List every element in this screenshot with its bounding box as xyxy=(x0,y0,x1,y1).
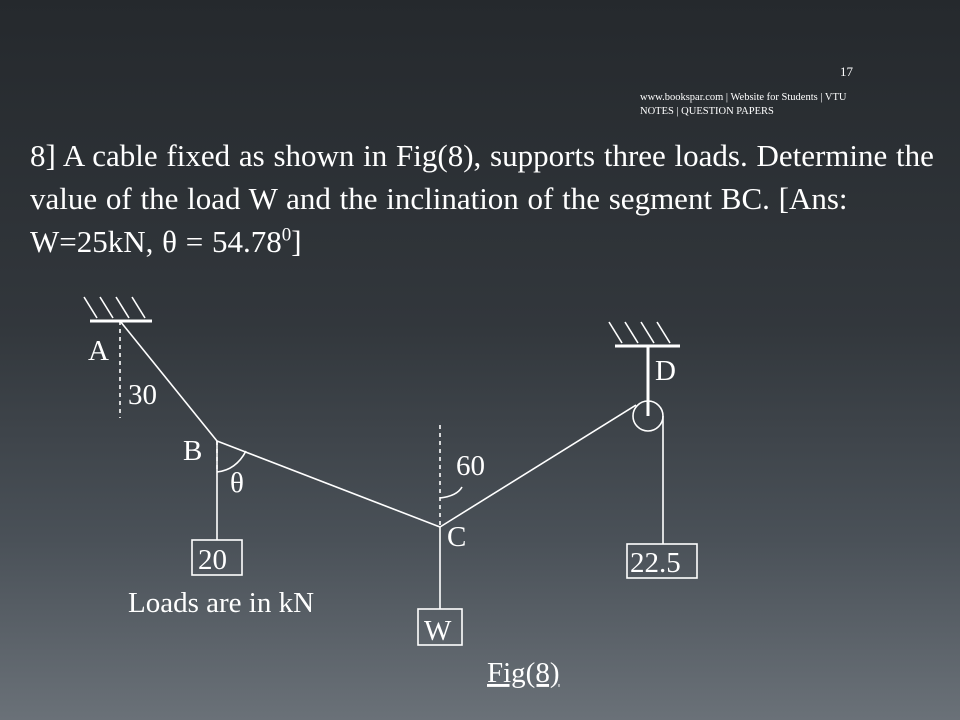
label-d: D xyxy=(655,355,676,387)
problem-statement: 8] A cable fixed as shown in Fig(8), sup… xyxy=(30,134,935,263)
angle-arc-60 xyxy=(439,486,463,499)
angle-label-theta: θ xyxy=(230,467,244,499)
cable-segment-bc xyxy=(216,440,441,528)
load-label-d: 22.5 xyxy=(630,547,681,579)
cable-segment-cd xyxy=(439,404,637,528)
load-label-b: 20 xyxy=(198,544,227,576)
cable-segment-ab xyxy=(119,320,218,442)
loads-unit-note: Loads are in kN xyxy=(128,587,314,619)
figure-caption: Fig(8) xyxy=(487,657,560,689)
angle-arc-theta xyxy=(216,450,247,473)
support-d-hatching xyxy=(608,321,671,344)
support-a-hatching xyxy=(83,296,146,319)
watermark-text: www.bookspar.com | Website for Students … xyxy=(640,92,847,117)
angle-label-30: 30 xyxy=(128,379,157,411)
load-box-b xyxy=(191,539,243,576)
problem-closing-bracket: ] xyxy=(291,224,302,259)
load-box-d xyxy=(626,543,698,579)
load-box-c xyxy=(417,608,463,646)
degree-superscript: 0 xyxy=(281,224,292,246)
slide-number: 17 xyxy=(840,64,853,79)
label-b: B xyxy=(183,435,202,467)
angle-label-60: 60 xyxy=(456,450,485,482)
load-label-c: W xyxy=(424,615,452,647)
problem-text: 8] A cable fixed as shown in Fig(8), sup… xyxy=(30,138,934,259)
label-a: A xyxy=(88,335,109,367)
label-c: C xyxy=(447,521,466,553)
